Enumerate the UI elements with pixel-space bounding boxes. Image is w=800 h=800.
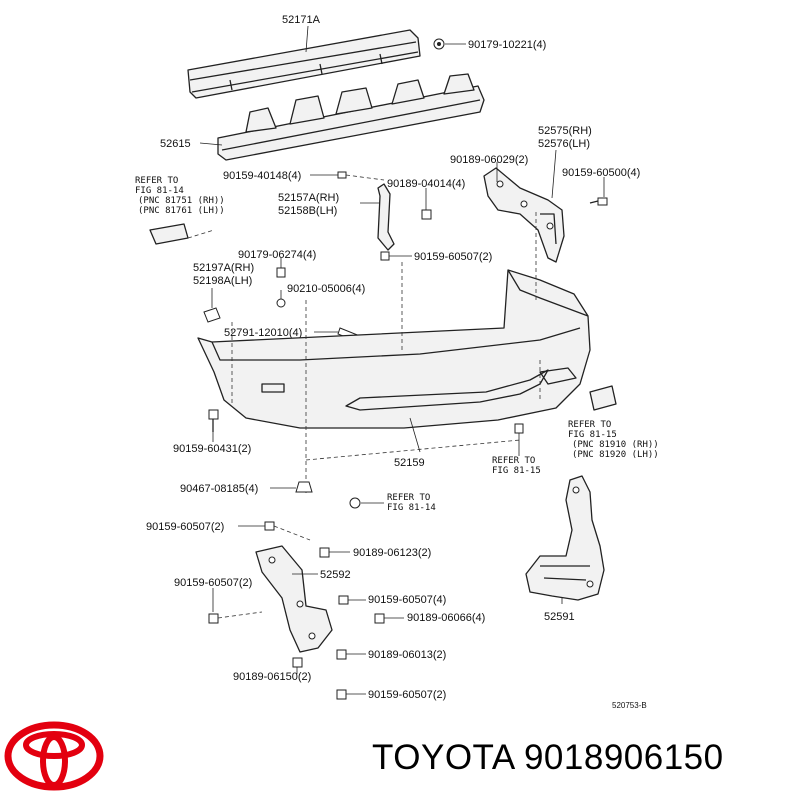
refer-right-line4: (PNC 81920 (LH)) bbox=[572, 450, 659, 460]
leader-cover bbox=[409, 417, 421, 453]
label-washer-05006: 90210-05006(4) bbox=[287, 283, 365, 295]
nut-icon[interactable] bbox=[276, 267, 286, 278]
refer-bottom-line1: REFER TO bbox=[387, 493, 430, 503]
screw-icon[interactable] bbox=[337, 171, 347, 179]
label-bracket-rh: 52575(RH) bbox=[538, 125, 592, 137]
label-screw-60431: 90159-60431(2) bbox=[173, 443, 251, 455]
screw-icon[interactable] bbox=[208, 613, 219, 624]
label-screw-60507-d: 90159-60507(4) bbox=[368, 594, 446, 606]
label-screw-60507-e: 90159-60507(2) bbox=[368, 689, 446, 701]
label-screw-60507-b: 90159-60507(2) bbox=[146, 521, 224, 533]
label-support-rh: 52157A(RH) bbox=[278, 192, 339, 204]
bumper-extension[interactable] bbox=[525, 475, 605, 601]
label-clip-04014: 90189-04014(4) bbox=[387, 178, 465, 190]
leader-bracket bbox=[551, 149, 557, 199]
dash-screw-40148 bbox=[345, 174, 385, 181]
leader-bar bbox=[305, 25, 309, 53]
label-screw-60500: 90159-60500(4) bbox=[562, 167, 640, 179]
refer-bottom-line2: FIG 81-14 bbox=[387, 503, 436, 513]
washer-icon[interactable] bbox=[276, 298, 286, 308]
label-clip-06123: 90189-06123(2) bbox=[353, 547, 431, 559]
clip-icon[interactable] bbox=[421, 209, 432, 220]
screw-icon[interactable] bbox=[264, 521, 275, 531]
nut-icon[interactable] bbox=[433, 38, 445, 50]
energy-absorber[interactable] bbox=[217, 73, 485, 161]
label-screw-60507-c: 90159-60507(2) bbox=[174, 577, 252, 589]
screw-icon[interactable] bbox=[336, 689, 347, 700]
refer-right-line1: REFER TO bbox=[568, 420, 611, 430]
label-retainer-lh: 52198A(LH) bbox=[193, 275, 252, 287]
clip-icon[interactable] bbox=[319, 547, 330, 558]
label-bolt-top: 90179-10221(4) bbox=[468, 39, 546, 51]
label-clip-06013: 90189-06013(2) bbox=[368, 649, 446, 661]
label-retainer-rh: 52197A(RH) bbox=[193, 262, 254, 274]
refer-top-line1: REFER TO bbox=[135, 176, 178, 186]
label-clip-06066: 90189-06066(4) bbox=[407, 612, 485, 624]
refer-mid-line2: FIG 81-15 bbox=[492, 466, 541, 476]
screw-icon[interactable] bbox=[589, 197, 608, 206]
screw-icon[interactable] bbox=[208, 409, 219, 432]
reinforcement-bar[interactable] bbox=[187, 29, 421, 99]
label-cover: 52159 bbox=[394, 457, 425, 469]
fastener-icon[interactable] bbox=[349, 497, 361, 509]
figure-code: 520753-B bbox=[612, 701, 647, 710]
screw-icon[interactable] bbox=[380, 251, 390, 261]
clip-icon[interactable] bbox=[514, 423, 524, 434]
side-bracket[interactable] bbox=[483, 167, 565, 263]
refer-top-line2: FIG 81-14 bbox=[135, 186, 184, 196]
toyota-logo-icon bbox=[4, 721, 104, 791]
refer-top-line4: (PNC 81761 (LH)) bbox=[138, 206, 225, 216]
refer-mid-line1: REFER TO bbox=[492, 456, 535, 466]
label-screw-40148: 90159-40148(4) bbox=[223, 170, 301, 182]
dash-screw-c bbox=[217, 611, 263, 619]
dash-guide-6 bbox=[305, 439, 521, 461]
brand-part-number: TOYOTA 9018906150 bbox=[372, 738, 724, 777]
label-screw-60507-a: 90159-60507(2) bbox=[414, 251, 492, 263]
leader-absorber bbox=[199, 142, 223, 146]
label-bar-upper: 52171A bbox=[282, 14, 321, 26]
label-bracket-lh: 52576(LH) bbox=[538, 138, 590, 150]
label-support-lh: 52158B(LH) bbox=[278, 205, 337, 217]
clip-icon[interactable] bbox=[292, 657, 303, 668]
label-clip-08185: 90467-08185(4) bbox=[180, 483, 258, 495]
mudguard[interactable] bbox=[255, 545, 333, 653]
dash-screw-b bbox=[273, 525, 311, 541]
label-rivet-12010: 52791-12010(4) bbox=[224, 327, 302, 339]
label-extension: 52591 bbox=[544, 611, 575, 623]
bumper-cover[interactable] bbox=[197, 269, 591, 429]
refer-top-line3: (PNC 81751 (RH)) bbox=[138, 196, 225, 206]
refer-right-line3: (PNC 81910 (RH)) bbox=[572, 440, 659, 450]
clip-icon[interactable] bbox=[336, 649, 347, 660]
label-clip-06029: 90189-06029(2) bbox=[450, 154, 528, 166]
dash-lamp bbox=[187, 229, 215, 239]
reflector-lamp[interactable] bbox=[149, 223, 189, 245]
clip-icon[interactable] bbox=[295, 481, 313, 493]
label-absorber: 52615 bbox=[160, 138, 191, 150]
label-clip-06150: 90189-06150(2) bbox=[233, 671, 311, 683]
side-marker-lamp[interactable] bbox=[589, 385, 617, 411]
label-mudguard: 52592 bbox=[320, 569, 351, 581]
screw-icon[interactable] bbox=[338, 595, 349, 605]
side-support[interactable] bbox=[377, 183, 395, 251]
clip-icon[interactable] bbox=[374, 613, 385, 624]
refer-right-line2: FIG 81-15 bbox=[568, 430, 617, 440]
retainer-clip[interactable] bbox=[203, 307, 221, 323]
label-nut-06274: 90179-06274(4) bbox=[238, 249, 316, 261]
